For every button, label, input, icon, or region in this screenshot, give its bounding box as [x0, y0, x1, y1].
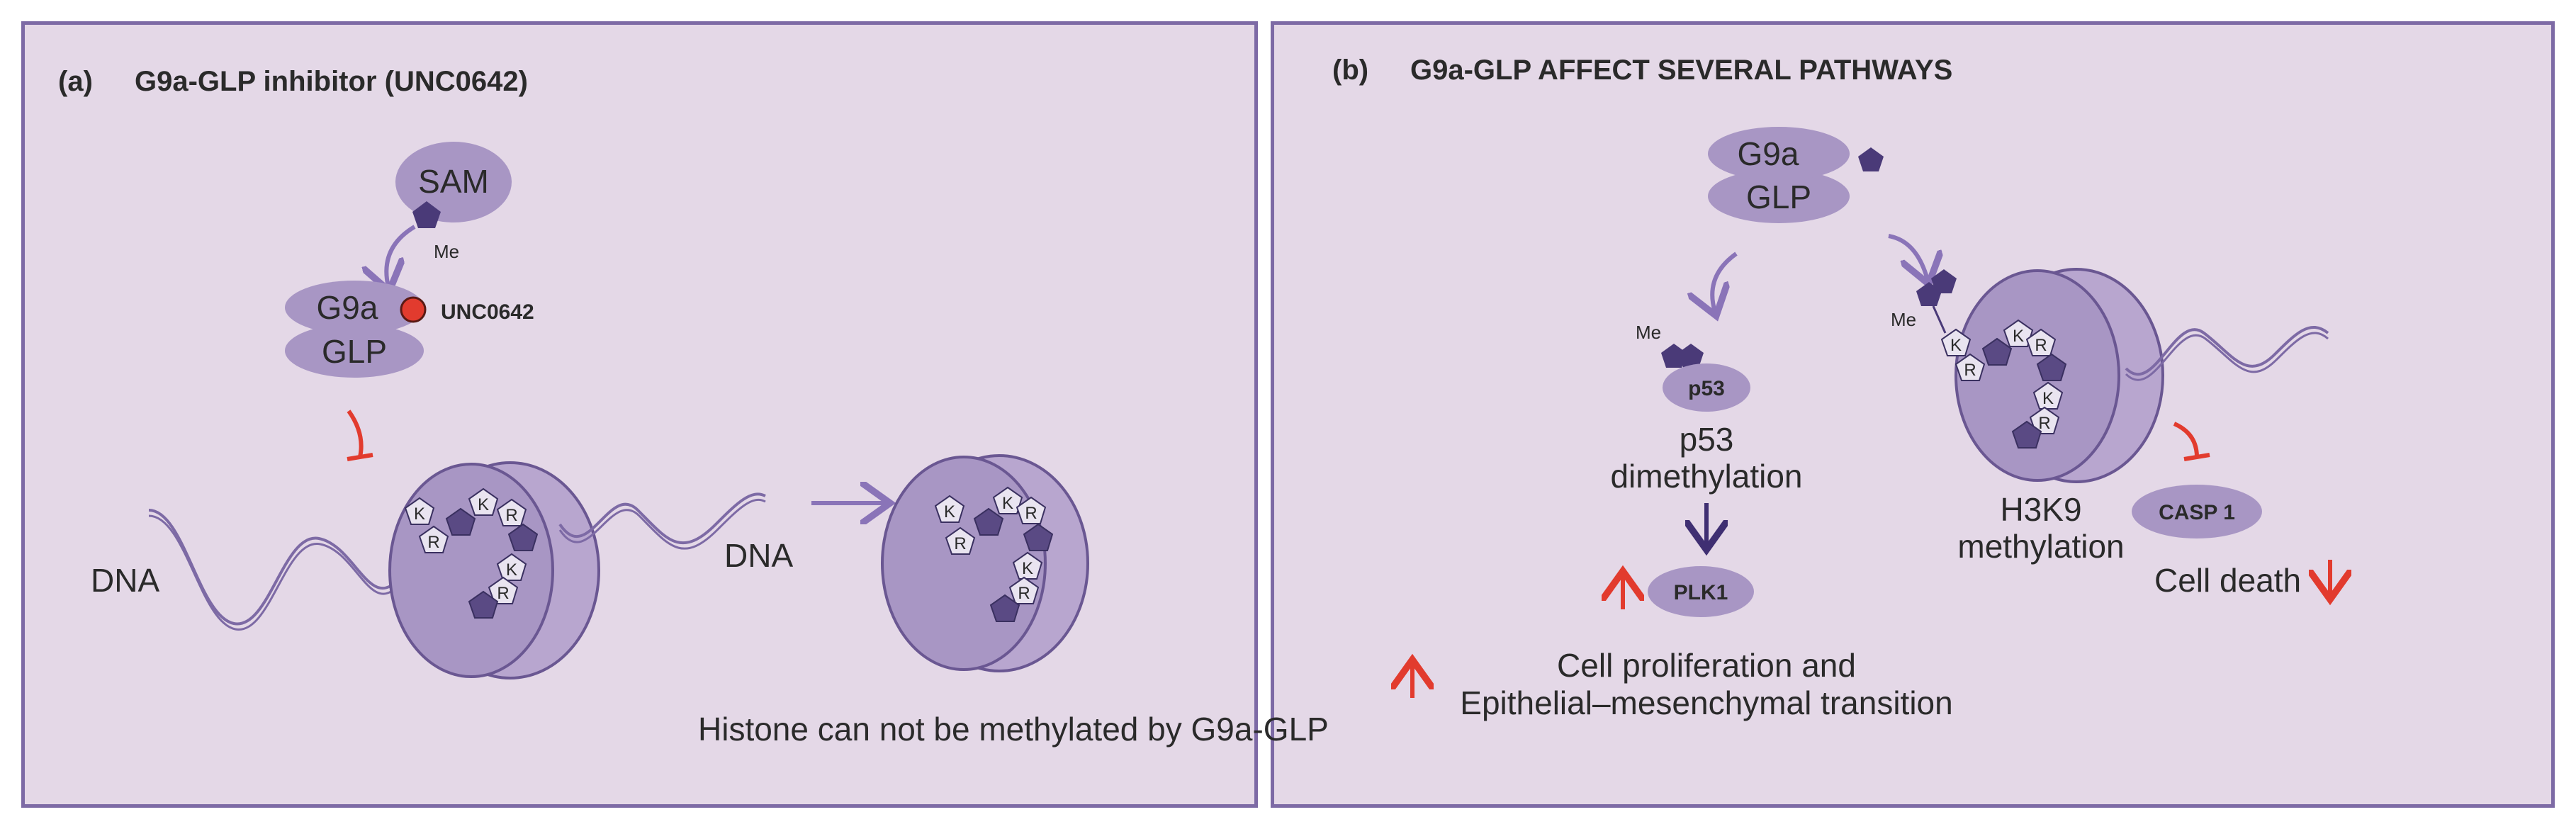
- g9a-ellipse-a: [285, 281, 424, 334]
- methyl-pentagon: [412, 201, 441, 228]
- dna-strand-right-a2: [558, 498, 766, 550]
- dna-strand-b: [2125, 325, 2329, 376]
- me-label: Me: [434, 241, 459, 262]
- residues-a2: K R K R K R: [934, 486, 1054, 622]
- cell-death-label: Cell death: [2154, 562, 2301, 599]
- svg-text:R: R: [1964, 361, 1976, 380]
- g9a-to-p53-arrow: [1712, 252, 1738, 312]
- svg-text:K: K: [2042, 389, 2054, 408]
- dna-strand-left-a: [148, 509, 398, 626]
- panel-b-letter: (b): [1332, 55, 1368, 86]
- p53-ellipse-label: p53: [1688, 377, 1725, 400]
- plk1-label: PLK1: [1674, 581, 1728, 604]
- panel-b: [1271, 21, 2555, 808]
- svg-text:R: R: [954, 534, 966, 553]
- me-label-b-right: Me: [1891, 309, 1916, 330]
- svg-text:K: K: [478, 495, 489, 514]
- inhibition-bar-a: [347, 453, 373, 461]
- svg-text:K: K: [2013, 327, 2024, 346]
- inhibitor-dot: [400, 296, 427, 323]
- glp-ellipse-b: [1708, 169, 1850, 223]
- casp1-ellipse: [2132, 485, 2262, 538]
- dna-strand-b2: [2125, 332, 2329, 381]
- nucleosome-a1: [388, 463, 554, 678]
- h3k9-line2: methylation: [1957, 528, 2124, 565]
- nucleosome-b: [1955, 269, 2120, 482]
- panel-a: [21, 21, 1258, 808]
- svg-text:R: R: [1018, 584, 1030, 603]
- svg-text:R: R: [427, 533, 439, 552]
- p53-text-line2: dimethylation: [1610, 458, 1802, 495]
- inhibition-curve-b: [2173, 422, 2199, 458]
- h3k9-line1: H3K9: [2000, 491, 2081, 528]
- inhibition-bar-b: [2183, 453, 2210, 461]
- sam-label: SAM: [418, 163, 489, 200]
- svg-text:R: R: [505, 506, 517, 525]
- p53-text-line1: p53: [1680, 421, 1734, 458]
- svg-text:R: R: [2035, 336, 2047, 355]
- sam-ellipse: [395, 142, 512, 222]
- g9a-label-b: G9a: [1738, 135, 1799, 172]
- dna-strand-right-a: [558, 492, 766, 545]
- svg-text:K: K: [944, 502, 955, 521]
- svg-text:R: R: [497, 584, 509, 603]
- residues-a1: K R K R K R: [404, 487, 539, 619]
- panel-b-title: G9a-GLP AFFECT SEVERAL PATHWAYS: [1410, 55, 1952, 86]
- outcome-line2: Epithelial–mesenchymal transition: [1460, 684, 1952, 721]
- plk1-ellipse: [1648, 566, 1754, 617]
- dna-left-label: DNA: [91, 562, 159, 599]
- inhibition-curve-a: [347, 410, 364, 458]
- h3k9-methyl-2: [1931, 269, 1957, 293]
- svg-text:K: K: [506, 560, 517, 580]
- g9a-to-histone-arrow: [1888, 234, 1928, 280]
- p53-ellipse: [1663, 363, 1750, 412]
- glp-label-a: GLP: [322, 333, 387, 370]
- svg-text:R: R: [2038, 414, 2050, 433]
- panel-a-letter: (a): [58, 66, 93, 97]
- glp-label-b: GLP: [1746, 179, 1811, 215]
- me-label-b-left: Me: [1636, 322, 1661, 343]
- svg-text:R: R: [1025, 504, 1037, 523]
- inhibitor-label: UNC0642: [441, 300, 534, 324]
- outcome-line1: Cell proliferation and: [1557, 647, 1856, 684]
- svg-text:K: K: [1950, 336, 1962, 355]
- dna-right-label: DNA: [724, 537, 793, 574]
- h3k9-methyl-link: [1932, 305, 1947, 334]
- svg-text:K: K: [1002, 494, 1013, 513]
- svg-text:K: K: [1022, 559, 1033, 578]
- residues-b: K R K R K R: [1940, 319, 2067, 449]
- sam-to-g9a-arrow: [386, 225, 416, 287]
- p53-methyl-2: [1678, 344, 1704, 368]
- panel-a-title: G9a-GLP inhibitor (UNC0642): [135, 66, 528, 97]
- dna-strand-left-a2: [148, 514, 398, 631]
- glp-ellipse-a: [285, 324, 424, 378]
- g9a-ellipse-b: [1708, 127, 1850, 181]
- casp1-label: CASP 1: [2159, 501, 2235, 524]
- caption-a: Histone can not be methylated by G9a-GLP: [698, 711, 1329, 748]
- methyl-pentagon-b: [1858, 147, 1884, 171]
- g9a-label-a: G9a: [317, 289, 378, 326]
- p53-methyl-1: [1661, 344, 1687, 368]
- svg-text:K: K: [414, 504, 425, 524]
